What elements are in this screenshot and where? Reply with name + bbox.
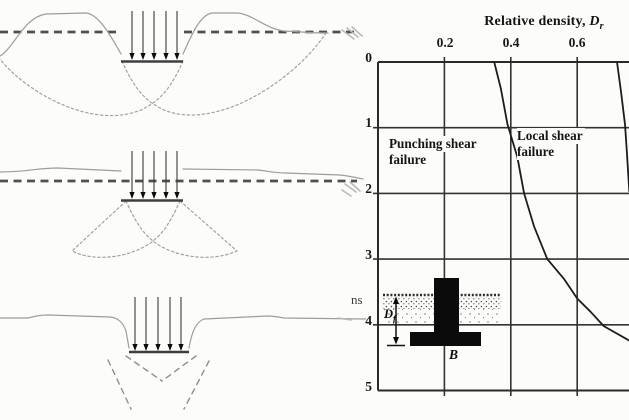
x-tick-0.6: 0.6 bbox=[568, 35, 586, 50]
cropped-text-fragment: ns bbox=[351, 292, 363, 307]
chart-panel-background bbox=[374, 0, 629, 420]
y-tick-5: 5 bbox=[365, 379, 372, 394]
footing-inset bbox=[383, 278, 501, 347]
curve-local-general-boundary bbox=[616, 61, 629, 193]
x-axis-variable-subscript: r bbox=[599, 20, 604, 32]
x-axis-variable: D bbox=[589, 14, 600, 29]
load-arrows-general bbox=[129, 11, 180, 60]
inset-depth-label: Df bbox=[384, 308, 396, 324]
x-axis-title: Relative density, Dr bbox=[459, 15, 629, 32]
scan-artifacts bbox=[337, 26, 363, 321]
punching-shear-diagram bbox=[0, 297, 367, 410]
load-arrows-punching bbox=[132, 297, 184, 351]
local-shear-diagram bbox=[0, 151, 364, 258]
y-tick-0: 0 bbox=[365, 50, 372, 65]
x-tick-0.2: 0.2 bbox=[436, 35, 454, 50]
y-tick-4: 4 bbox=[365, 313, 372, 328]
chart-grid bbox=[373, 57, 629, 396]
region-local-line1: Local shear bbox=[517, 128, 585, 144]
region-punching-line1: Punching shear bbox=[389, 136, 479, 152]
region-label-punching-shear: Punching shear failure bbox=[389, 136, 479, 168]
inset-width-label: B bbox=[449, 347, 459, 362]
depth-variable: D bbox=[384, 307, 394, 321]
depth-variable-subscript: f bbox=[393, 313, 397, 324]
column bbox=[434, 278, 459, 334]
y-tick-1: 1 bbox=[365, 115, 372, 130]
region-punching-line2: failure bbox=[389, 152, 429, 168]
general-shear-diagram bbox=[0, 11, 354, 117]
load-arrows-local bbox=[129, 151, 180, 199]
depth-dimension-arrow bbox=[387, 296, 405, 347]
region-label-local-shear: Local shear failure bbox=[517, 128, 585, 160]
y-tick-2: 2 bbox=[365, 181, 372, 196]
footing-slab bbox=[410, 332, 481, 346]
region-local-line2: failure bbox=[517, 144, 557, 160]
boundary-curves bbox=[493, 61, 629, 342]
x-tick-0.4: 0.4 bbox=[502, 35, 520, 50]
curve-punching-local-boundary bbox=[493, 61, 629, 342]
x-axis-title-text: Relative density, bbox=[484, 14, 590, 29]
y-tick-3: 3 bbox=[365, 247, 372, 262]
